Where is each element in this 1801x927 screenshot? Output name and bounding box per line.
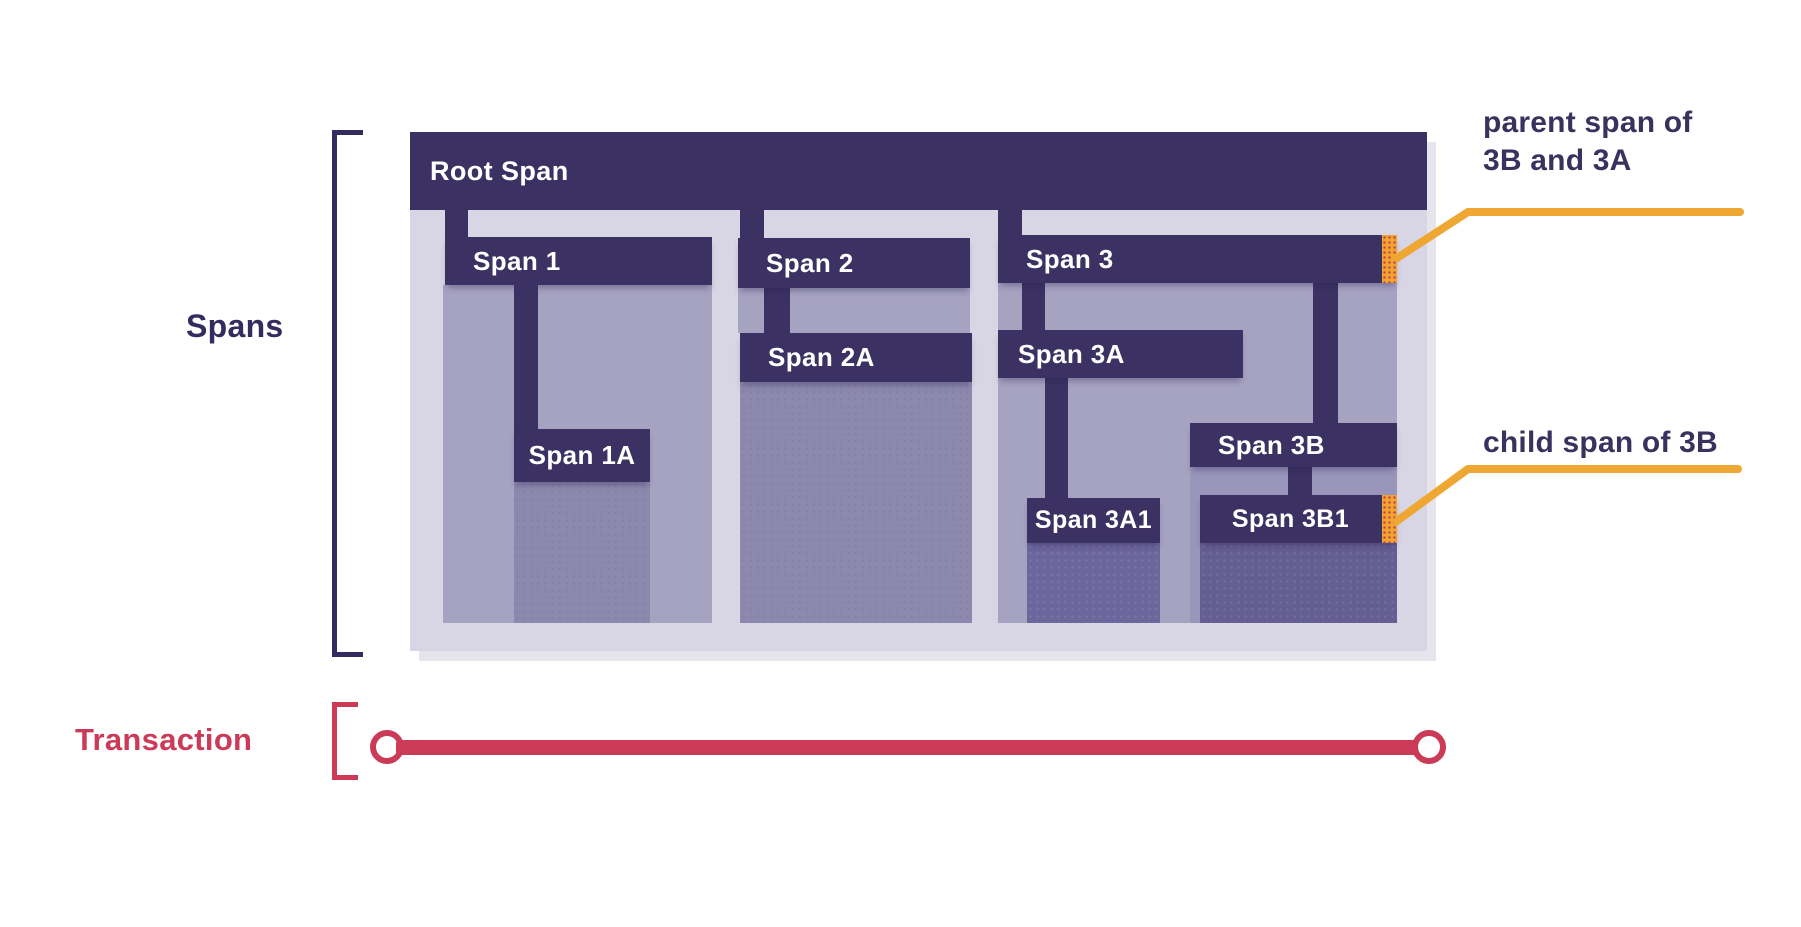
connector-span-3a-to-span-3a1 [1045,378,1068,498]
connector-span-2-to-span-2a [764,288,790,333]
span-3b1-bar: Span 3B1 [1200,495,1397,543]
span-2a-label: Span 2A [768,342,875,372]
connector-span-3-to-span-3a [1022,283,1045,330]
span-3b1-child-highlight-marker [1382,495,1397,543]
span-3b1-duration-block [1200,543,1397,623]
parent-annotation-line [1393,208,1744,262]
transaction-bracket [332,702,358,780]
span-2-bar: Span 2 [738,238,970,288]
transaction-label: Transaction [75,722,253,757]
child-annotation-text: child span of 3B [1483,426,1718,459]
spans-bracket [332,130,363,657]
timeline-line [396,740,1418,755]
connector-root-to-span-1 [445,210,468,238]
span-3-parent-highlight-marker [1382,235,1397,283]
span-1-bar: Span 1 [445,237,712,285]
parent-annotation-text: parent span of 3B and 3A [1483,104,1693,180]
span-3b1-label: Span 3B1 [1231,504,1350,533]
span-3-label: Span 3 [1026,243,1114,274]
connector-span-3-to-span-3b [1313,283,1338,423]
span-2a-bar: Span 2A [740,333,972,382]
span-3a-label: Span 3A [1018,338,1125,369]
connector-root-to-span-3 [998,210,1022,235]
span-1a-bar: Span 1A [514,429,650,482]
span-3a1-bar: Span 3A1 [1027,498,1160,543]
span-3a1-duration-block [1027,543,1160,623]
span-3a1-label: Span 3A1 [1034,506,1153,534]
spans-group-label: Spans [186,308,284,344]
parent-annotation-line2: 3B and 3A [1483,144,1632,177]
span-2a-duration-block [740,382,972,623]
child-annotation-line [1393,465,1742,525]
root-span-label: Root Span [430,155,569,186]
parent-annotation-line1: parent span of [1483,106,1693,139]
connector-span-3b-to-span-3b1 [1288,467,1312,495]
root-span-bar: Root Span [410,132,1427,210]
span-3-bar: Span 3 [998,235,1397,283]
span-1a-label: Span 1A [528,440,636,470]
trace-container: Root Span Span 1 Span 1A Span 2 Span 2A [410,132,1427,651]
span-3b-label: Span 3B [1218,429,1325,460]
span-3b-bar: Span 3B [1190,423,1397,467]
span-1a-duration-block [514,482,650,623]
span-3a-bar: Span 3A [998,330,1243,378]
span-1-label: Span 1 [473,245,561,276]
connector-span-1-to-span-1a [514,285,538,429]
connector-root-to-span-2 [740,210,764,240]
span-2-label: Span 2 [766,247,854,278]
timeline-end-circle [1412,730,1446,764]
